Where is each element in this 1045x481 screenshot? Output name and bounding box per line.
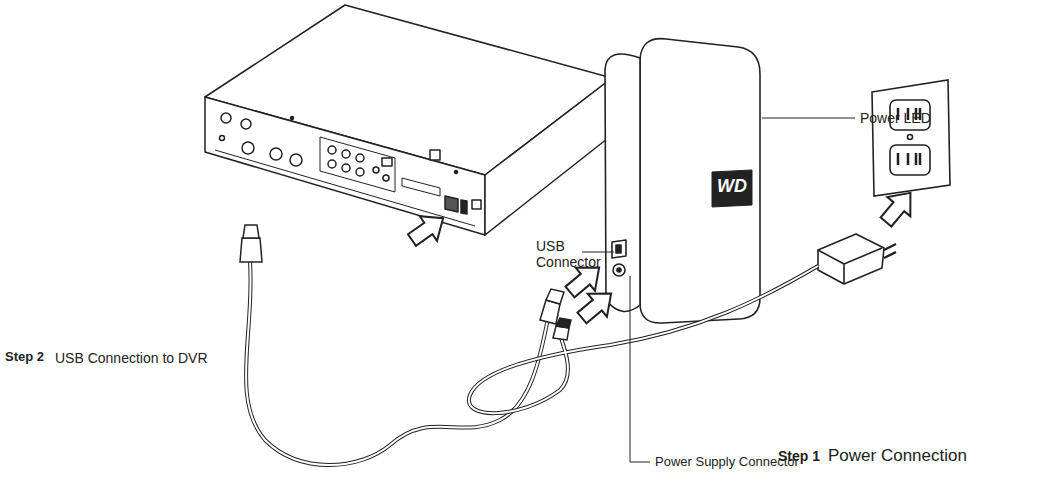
line-art — [640, 39, 760, 323]
line-art — [616, 245, 621, 253]
line-art — [818, 234, 884, 284]
part-label: USB Connector — [536, 238, 606, 270]
part-label: Power LED — [860, 110, 980, 126]
line-art — [403, 206, 451, 252]
plugs — [240, 225, 571, 340]
step-number: Step 2 — [5, 350, 55, 365]
line-art — [485, 78, 612, 235]
line-art — [246, 262, 548, 465]
line-art — [320, 137, 395, 192]
line-art — [908, 135, 913, 140]
dvr-box — [205, 5, 612, 235]
line-art — [241, 119, 251, 129]
line-art — [455, 171, 458, 174]
hard-drive — [605, 39, 760, 323]
line-art — [613, 264, 625, 276]
line-art — [328, 160, 336, 168]
line-art — [461, 200, 467, 214]
line-art — [605, 54, 640, 311]
line-art — [762, 118, 855, 119]
line-art — [630, 276, 650, 462]
line-art — [872, 80, 950, 196]
cables — [246, 262, 818, 465]
line-art — [818, 248, 882, 284]
line-art — [373, 167, 379, 173]
line-art — [342, 164, 350, 172]
line-art — [884, 244, 896, 258]
line-art — [221, 113, 231, 123]
line-art — [712, 170, 752, 207]
line-art — [240, 238, 262, 262]
line-art — [356, 154, 364, 162]
line-art — [612, 240, 626, 258]
line-art — [220, 136, 225, 141]
line-art — [469, 266, 818, 413]
line-art — [382, 158, 392, 166]
step-label: Power Connection — [828, 446, 1028, 466]
power-adapter — [818, 234, 896, 284]
line-art — [342, 150, 350, 158]
line-art — [472, 200, 481, 209]
line-art — [242, 142, 254, 154]
line-art — [572, 282, 620, 329]
line-art — [582, 252, 614, 253]
brand-logo: WD — [712, 176, 752, 197]
line-art — [383, 175, 389, 181]
insert-arrows — [403, 183, 922, 329]
line-art — [290, 154, 302, 166]
line-art — [246, 262, 548, 465]
line-art — [617, 268, 621, 272]
line-art — [430, 150, 440, 160]
line-art — [291, 117, 294, 120]
line-art — [890, 145, 930, 175]
part-label: Power Supply Connector — [655, 455, 855, 470]
line-art — [546, 289, 564, 304]
step-number: Step 1 — [778, 448, 828, 464]
step-label: USB Connection to DVR — [55, 350, 255, 366]
leader-lines — [582, 118, 855, 462]
line-art — [356, 168, 364, 176]
line-art — [270, 148, 282, 160]
line-art — [445, 196, 458, 212]
line-art — [875, 183, 922, 231]
line-art — [469, 266, 818, 413]
line-art — [556, 318, 571, 328]
line-art — [243, 225, 259, 238]
line-art — [402, 178, 440, 196]
line-art — [328, 146, 336, 154]
wall-outlet — [872, 80, 950, 196]
line-art — [205, 97, 485, 235]
